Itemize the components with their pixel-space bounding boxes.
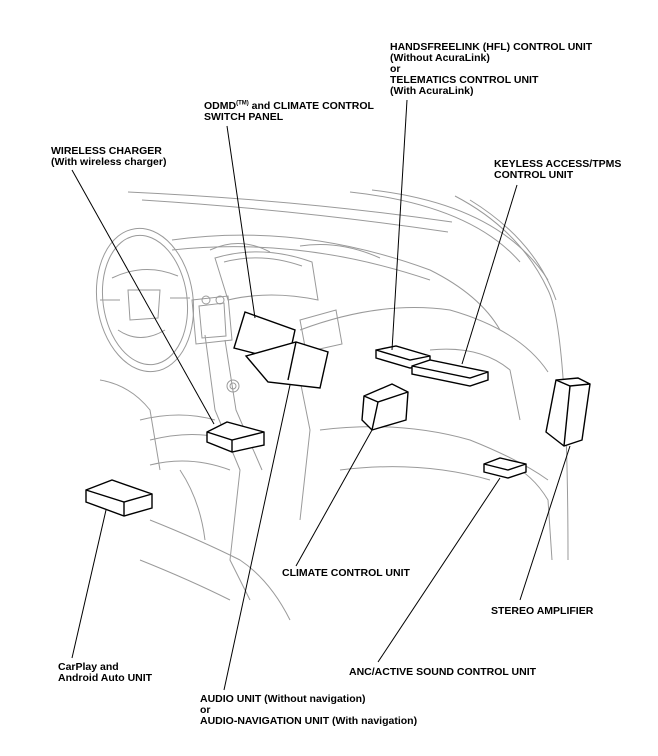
label-odmd-switch-panel: ODMD(TM) and CLIMATE CONTROL SWITCH PANE… xyxy=(204,100,374,123)
audio-unit xyxy=(244,341,329,389)
climate-control-unit xyxy=(361,383,409,431)
steering-wheel xyxy=(95,227,195,373)
label-carplay-unit: CarPlay and Android Auto UNIT xyxy=(58,661,153,684)
label-anc-unit: ANC/ACTIVE SOUND CONTROL UNIT xyxy=(349,666,537,678)
label-hfl-control-unit: HANDSFREELINK (HFL) CONTROL UNIT (Withou… xyxy=(390,41,593,97)
label-climate-control-unit: CLIMATE CONTROL UNIT xyxy=(282,567,410,579)
label-keyless-access-unit: KEYLESS ACCESS/TPMS CONTROL UNIT xyxy=(494,158,622,181)
leader-lines xyxy=(71,99,571,691)
label-wireless-charger: WIRELESS CHARGER (With wireless charger) xyxy=(51,145,167,168)
label-audio-unit: AUDIO UNIT (Without navigation) or AUDIO… xyxy=(200,693,418,727)
label-stereo-amplifier: STEREO AMPLIFIER xyxy=(491,605,594,617)
components xyxy=(85,311,591,517)
dashboard-outline xyxy=(99,189,569,621)
